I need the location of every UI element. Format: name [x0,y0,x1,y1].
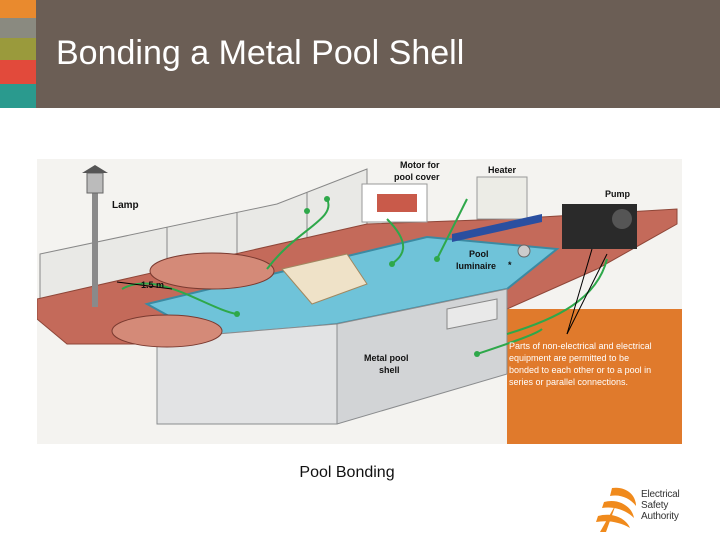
logo-wordmark: Electrical Safety Authority [641,489,680,522]
label-lamp: Lamp [112,200,139,211]
logo-line-2: Safety [641,500,669,511]
accent-stripe-orange [0,0,36,18]
junction-box [446,298,498,330]
ground-earth [507,309,682,444]
bonding-points [234,196,480,357]
svg-text:luminaire: luminaire [456,261,496,271]
label-distance: 1.5 m [141,280,164,290]
svg-text:Parts of non-electrical and el: Parts of non-electrical and electrical [509,341,652,351]
svg-text:pool cover: pool cover [394,172,440,182]
svg-text:series or parallel connections: series or parallel connections. [509,377,628,387]
logo-line-3: Authority [641,511,679,522]
title-banner [36,0,720,108]
pool-luminaire [452,214,542,242]
pool-steps [281,253,368,305]
accent-stripe-olive [0,38,36,60]
bonding-grid-left [111,252,275,348]
svg-text:equipment are permitted to be: equipment are permitted to be [509,353,629,363]
esa-logo-icon [596,487,636,532]
leader-lines [116,248,608,335]
svg-text:Motor for: Motor for [400,160,440,170]
svg-text:bonded to each other or to a p: bonded to each other or to a pool in [509,365,651,375]
slide-title: Bonding a Metal Pool Shell [56,34,465,72]
logo-line-1: Electrical [641,489,680,500]
figure-caption: Pool Bonding [299,464,395,481]
pump [562,204,637,249]
svg-text:shell: shell [379,365,400,375]
label-luminaire: Pool luminaire * [456,249,512,271]
accent-stripe-red [0,60,36,84]
label-metal-shell: Metal pool shell [364,353,409,375]
svg-text:*: * [508,260,512,270]
label-heater: Heater [488,165,517,175]
accent-stripe-teal [0,84,36,108]
pool-bonding-diagram: Lamp 1.5 m Motor for pool cover Heater P… [37,159,682,444]
lamp [82,165,108,307]
label-motor: Motor for pool cover [394,160,440,182]
svg-text:Pool: Pool [469,249,489,259]
heater [476,176,528,220]
label-bonding-note: Parts of non-electrical and electrical e… [509,341,652,387]
label-pump: Pump [605,189,631,199]
accent-stripe-grey [0,18,36,38]
luminaire-fixture [517,244,531,258]
svg-text:Metal pool: Metal pool [364,353,409,363]
